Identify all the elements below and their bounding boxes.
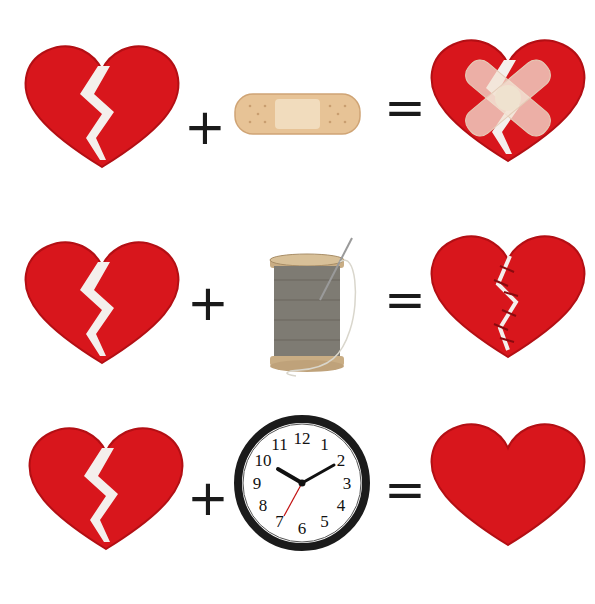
operator-sign: = [384, 275, 426, 325]
broken-heart [26, 46, 179, 167]
clock-numeral: 11 [271, 436, 287, 453]
operator-sign: = [384, 465, 426, 515]
clock-numeral: 9 [253, 475, 262, 492]
broken-heart [26, 242, 179, 363]
whole-heart [432, 424, 585, 545]
operator-sign: + [187, 473, 229, 523]
broken-heart [30, 428, 183, 549]
clock-numeral: 7 [275, 513, 284, 530]
operator-sign: + [187, 278, 229, 328]
clock-numeral: 2 [337, 452, 346, 469]
clock-numeral: 12 [294, 430, 311, 447]
clock-numeral: 10 [255, 452, 272, 469]
clock-numeral: 3 [343, 475, 352, 492]
bandaged-heart [432, 40, 585, 161]
operator-sign: = [384, 83, 426, 133]
clock-numeral: 5 [320, 513, 329, 530]
clock-numeral: 6 [298, 520, 307, 537]
thread-spool [270, 238, 355, 376]
operator-sign: + [184, 102, 226, 152]
clock-numeral: 1 [320, 436, 329, 453]
clock-numeral: 8 [259, 497, 268, 514]
bandage [235, 94, 360, 134]
clock-numeral: 4 [337, 497, 346, 514]
stitched-heart [432, 236, 585, 357]
wall-clock [238, 419, 366, 547]
